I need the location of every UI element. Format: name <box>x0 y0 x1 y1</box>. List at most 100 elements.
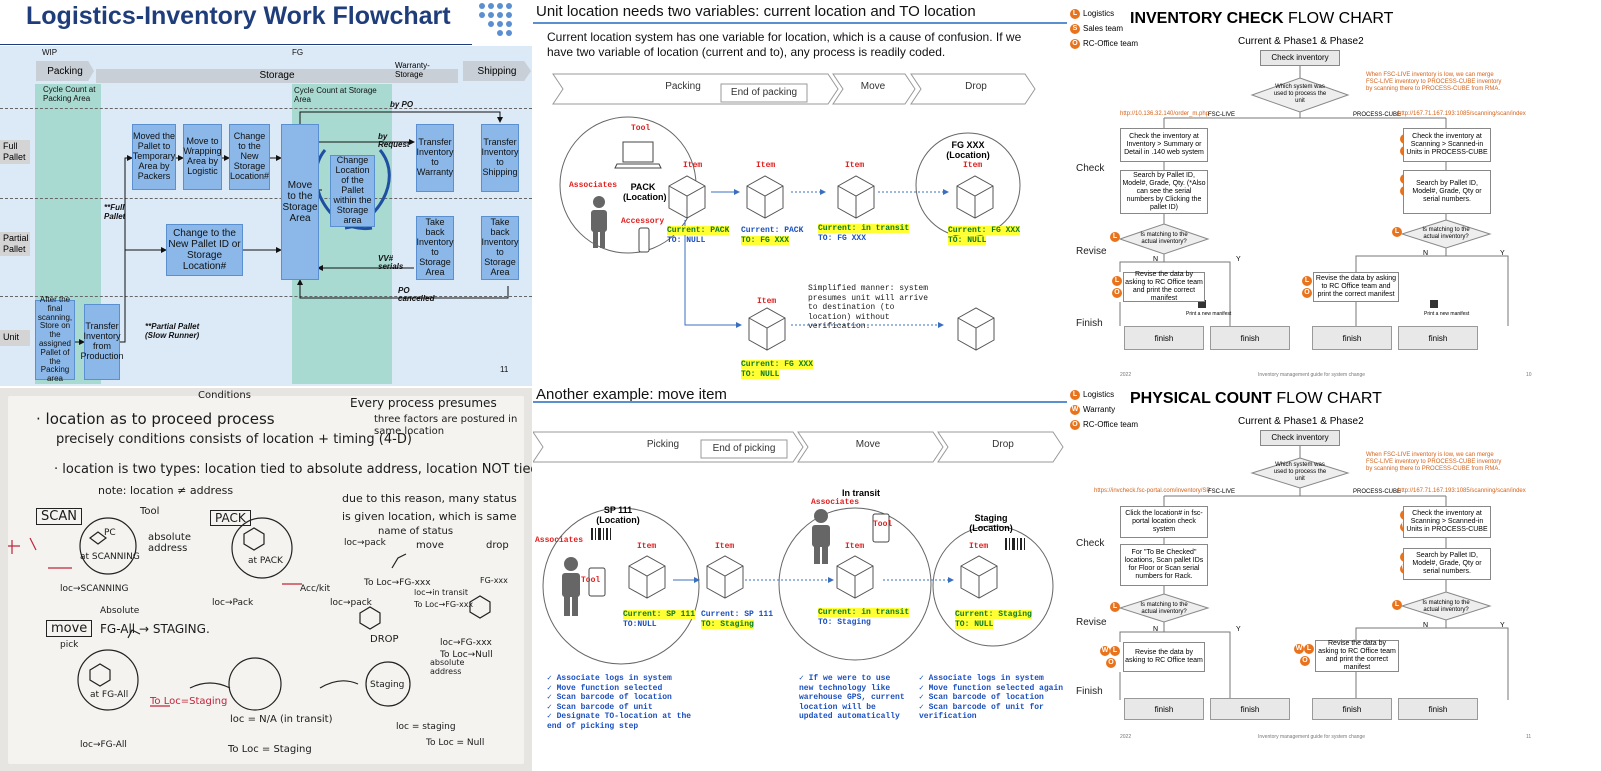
finish-2: finish <box>1210 326 1290 350</box>
p5-state1-to: TO:NULL <box>623 620 657 629</box>
wb-at-fg-all: at FG-All <box>90 690 129 700</box>
title-bold: INVENTORY CHECK <box>1130 10 1284 27</box>
p6-legend-logistics: Logistics <box>1083 390 1115 399</box>
wb-absolute: Absolute <box>100 606 140 616</box>
p6-finish-4: finish <box>1398 698 1478 720</box>
match-right: Is matching to the actual inventory? <box>1422 227 1470 240</box>
label-associates: Associates <box>569 181 618 190</box>
box-change-pallet-id: Change to the New Pallet ID or Storage L… <box>166 224 243 276</box>
p6-badge-w-5: W <box>1100 646 1110 656</box>
p6-badge-w-6: W <box>1294 644 1304 654</box>
box-takeback-2: Take back Inventory to Storage Area <box>481 216 519 280</box>
wb-loc-in-transit: loc→in transit <box>414 588 468 597</box>
box-change-location-pallet: Change Location of the Pallet within the… <box>330 155 375 227</box>
wb-due-to: due to this reason, many status <box>342 492 517 505</box>
wb-scan: SCAN <box>36 508 82 525</box>
link-left[interactable]: http://10.136.32.140/order_m.php <box>1120 111 1210 117</box>
p6-match-left: Is matching to the actual inventory? <box>1140 602 1188 615</box>
p5-associates-2: Associates <box>811 498 860 507</box>
badge-l-5: L <box>1110 232 1120 242</box>
wb-drop-1: drop <box>486 540 509 551</box>
stage-packing: Packing <box>665 81 701 92</box>
wb-at-pack: at PACK <box>248 556 283 566</box>
row-sep-2 <box>0 198 532 199</box>
print-manifest-right: Print a new manifest <box>1424 311 1470 317</box>
inventory-check-connectors <box>1118 66 1509 326</box>
state5-to: TO: NULL <box>741 370 780 380</box>
wb-three-factors: three factors are postured in same locat… <box>374 414 518 437</box>
p6-merge-note: When FSC-LIVE inventory is low, we can m… <box>1366 452 1502 473</box>
stage-end-of-picking: End of picking <box>712 443 776 454</box>
p6-match-right: Is matching to the actual inventory? <box>1422 600 1470 613</box>
p6-side-revise: Revise <box>1076 617 1107 628</box>
wb-pc-scan: PC <box>104 528 116 538</box>
label-vv-serials: VV# serials <box>378 254 404 272</box>
wip-label: WIP <box>42 48 58 57</box>
p6-badge-l-8: L <box>1304 644 1314 654</box>
cc-storage-label: Cycle Count at Storage Area <box>294 86 377 104</box>
y-left: Y <box>1236 256 1241 263</box>
stage-picking: Picking <box>646 439 680 450</box>
p6-link-left[interactable]: https://invcheck.fsc-portal.com/inventor… <box>1094 488 1211 494</box>
p6-finish-3: finish <box>1312 698 1392 720</box>
p6-footer-guide: Inventory management guide for system ch… <box>1258 734 1366 740</box>
p5-state4-current: Current: Staging <box>955 610 1032 620</box>
stage-chevrons-2 <box>533 431 1064 463</box>
p6-side-check: Check <box>1076 538 1105 549</box>
stage-warranty-storage: Warranty-Storage <box>395 61 430 79</box>
check-left-4: ✓ Scan barcode of unit <box>547 702 653 712</box>
p6-link-right[interactable]: http://167.71.167.193:1085/scanning/scan… <box>1398 488 1526 494</box>
stage-move: Move <box>860 81 886 92</box>
staging-location: Staging (Location) <box>969 513 1013 533</box>
label-by-request: by Request <box>378 132 410 150</box>
wb-loc-scanning: loc→SCANNING <box>60 584 129 594</box>
p6-n-left: N <box>1153 626 1159 633</box>
p5-state2-to: TO: Staging <box>701 620 754 630</box>
whiteboard-photo: Conditions Every process presumes · loca… <box>0 388 532 771</box>
side-revise: Revise <box>1076 246 1107 257</box>
finish-1: finish <box>1124 326 1204 350</box>
panel5-rule <box>533 401 1067 403</box>
wb-every-process: Every process presumes <box>350 396 497 410</box>
p6-r-check-2: Search by Pallet ID, Model#, Grade, Qty … <box>1403 548 1491 580</box>
p6-title-rest: FLOW CHART <box>1276 390 1382 407</box>
item-label-5: Item <box>757 297 777 306</box>
legend-rc-office: RC-Office team <box>1083 39 1138 48</box>
fg-location: FG XXX (Location) <box>946 140 990 160</box>
p5-state1-current: Current: SP 111 <box>623 610 696 620</box>
wb-precisely: precisely conditions consists of locatio… <box>56 432 412 447</box>
wb-loc-pack-2: loc→pack <box>330 598 372 608</box>
p6-title-bold: PHYSICAL COUNT <box>1130 390 1272 407</box>
check-left-2: ✓ Move function selected <box>547 683 663 693</box>
link-right[interactable]: http://167.71.167.193:1085/scanning/scan… <box>1398 111 1526 117</box>
check-left-5: ✓ Designate TO-location at the end of pi… <box>547 712 692 731</box>
state4-current: Current: FG XXX <box>948 226 1021 236</box>
footer-guide: Inventory management guide for system ch… <box>1258 372 1366 378</box>
item-label-2: Item <box>756 161 776 170</box>
stage-move-2: Move <box>855 439 881 450</box>
badge-l-8: L <box>1302 276 1312 286</box>
title-rest: FLOW CHART <box>1287 10 1394 27</box>
wb-toloc-fg-2: To Loc→FG-xxx <box>414 600 474 609</box>
side-check: Check <box>1076 163 1105 174</box>
p5-item-2: Item <box>715 542 735 551</box>
row-sep-3 <box>0 296 532 297</box>
panel2-description: Current location system has one variable… <box>547 30 1022 59</box>
p6-revise-left: Revise the data by asking to RC Office t… <box>1123 642 1205 672</box>
match-left: Is matching to the actual inventory? <box>1140 232 1188 245</box>
footer-page: 10 <box>1526 372 1532 378</box>
y-right: Y <box>1500 250 1505 257</box>
footer-year: 2022 <box>1120 372 1132 378</box>
box-transfer-shipping: Transfer Inventory to Shipping <box>481 124 519 192</box>
p6-badge-l-7: L <box>1110 646 1120 656</box>
stage-drop-2: Drop <box>992 439 1014 450</box>
p6-legend-rc-office: RC-Office team <box>1083 420 1138 429</box>
r-check-2: Search by Pallet ID, Model#, Grade, Qty … <box>1403 170 1491 214</box>
p5-state3-current: Current: in transit <box>818 608 910 618</box>
label-po-cancelled: PO cancelled <box>398 286 435 304</box>
p6-l-check-1: Click the location# in fsc-portal locati… <box>1120 506 1208 538</box>
pack-diagram <box>559 116 1021 328</box>
wb-pick: pick <box>60 640 79 650</box>
physical-count-connectors <box>1118 446 1509 700</box>
panel6-subtitle: Current & Phase1 & Phase2 <box>1238 416 1364 427</box>
